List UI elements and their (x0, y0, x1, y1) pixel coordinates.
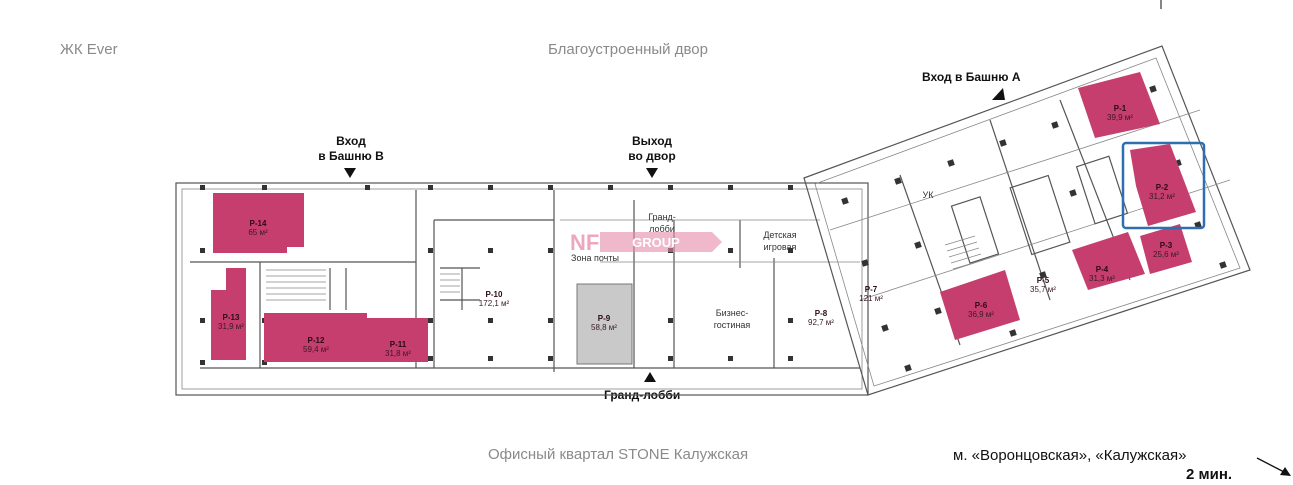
label-exit-yard: Выход во двор (607, 134, 697, 164)
watermark-ribbon (600, 232, 722, 252)
room-mail-zone: Зона почты (571, 253, 619, 263)
metro-time: 2 мин. (1186, 466, 1233, 483)
label-zhk-ever: ЖК Ever (60, 41, 118, 58)
unit-p2[interactable] (1130, 144, 1196, 226)
unit-p11-code: Р-11 (390, 340, 407, 349)
stairs-right (944, 235, 984, 270)
unit-p1[interactable] (1078, 72, 1160, 138)
unit-p13-code: Р-13 (223, 313, 240, 322)
columns-right (841, 85, 1227, 372)
unit-p9-area: 58,8 м² (591, 323, 617, 332)
unit-p10-area: 172,1 м² (479, 299, 510, 308)
columns-left (200, 185, 793, 365)
watermark: NF GROUP (570, 230, 722, 255)
label-courtyard: Благоустроенный двор (548, 41, 708, 58)
unit-p1-area: 39,9 м² (1107, 113, 1133, 122)
room-uk: УК (923, 190, 935, 200)
room-business-1: Бизнес- (716, 308, 749, 318)
unit-p11[interactable] (367, 318, 428, 362)
unit-p7-area: 121 м² (859, 294, 883, 303)
label-exit-yard-line2: во двор (628, 149, 676, 163)
unit-p9[interactable] (576, 283, 633, 365)
unit-p12[interactable] (264, 313, 367, 362)
label-entry-tower-b: Вход в Башню В (306, 134, 396, 164)
watermark-nf: NF (570, 230, 599, 255)
unit-p13[interactable] (211, 268, 246, 360)
unit-p2-area: 31,2 м² (1149, 192, 1175, 201)
arrow-northeast-icon (992, 88, 1005, 100)
unit-p7-code: Р-7 (865, 285, 878, 294)
unit-p8-area: 92,7 м² (808, 318, 834, 327)
unit-p10-code: Р-10 (486, 290, 503, 299)
metro-stations: м. «Воронцовская», «Калужская» (953, 447, 1187, 464)
unit-p6-code: Р-6 (975, 301, 988, 310)
watermark-group: GROUP (632, 235, 680, 250)
unit-p14-area: 65 м² (248, 228, 268, 237)
unit-p14[interactable] (213, 193, 304, 253)
unit-p5-code: Р-5 (1037, 276, 1050, 285)
label-entry-tower-b-line2: в Башню В (318, 149, 384, 163)
room-kids-2: игровая (764, 242, 797, 252)
unit-p13-area: 31,9 м² (218, 322, 244, 331)
unit-p6-area: 36,9 м² (968, 310, 994, 319)
unit-p11-area: 31,8 м² (385, 349, 411, 358)
arrow-down-icon (344, 168, 356, 178)
room-business-2: гостиная (714, 320, 751, 330)
unit-p8-code: Р-8 (815, 309, 828, 318)
room-grand-lobby-inner-1: Гранд- (648, 212, 676, 222)
unit-p6[interactable] (940, 270, 1020, 340)
label-entry-tower-a: Вход в Башню А (922, 70, 1021, 84)
unit-p4-code: Р-4 (1096, 265, 1109, 274)
unit-p12-code: Р-12 (308, 336, 325, 345)
unit-p1-code: Р-1 (1114, 104, 1127, 113)
unit-p3-area: 25,6 м² (1153, 250, 1179, 259)
arrow-up-icon (644, 372, 656, 382)
unit-p4-area: 31,3 м² (1089, 274, 1115, 283)
unit-p3[interactable] (1140, 224, 1192, 274)
units (211, 72, 1196, 365)
unit-p12-area: 59,4 м² (303, 345, 329, 354)
label-exit-yard-line1: Выход (631, 134, 673, 148)
arrow-down-icon (646, 168, 658, 178)
label-office-quarter: Офисный квартал STONE Калужская (488, 446, 749, 463)
arrow-southeast-icon (1256, 457, 1291, 476)
unit-p4[interactable] (1072, 232, 1145, 290)
unit-p5-area: 35,7 м² (1030, 285, 1056, 294)
unit-highlight (1121, 141, 1206, 230)
label-entry-tower-b-line1: Вход (336, 134, 366, 148)
unit-p9-code: Р-9 (598, 314, 611, 323)
right-wing-walls (803, 45, 1251, 396)
stairs-left (266, 269, 460, 301)
unit-p2-code: Р-2 (1156, 183, 1169, 192)
unit-p3-code: Р-3 (1160, 241, 1173, 250)
room-grand-lobby-inner-2: лобби (649, 224, 675, 234)
unit-p14-code: Р-14 (250, 219, 267, 228)
room-kids-1: Детская (763, 230, 796, 240)
